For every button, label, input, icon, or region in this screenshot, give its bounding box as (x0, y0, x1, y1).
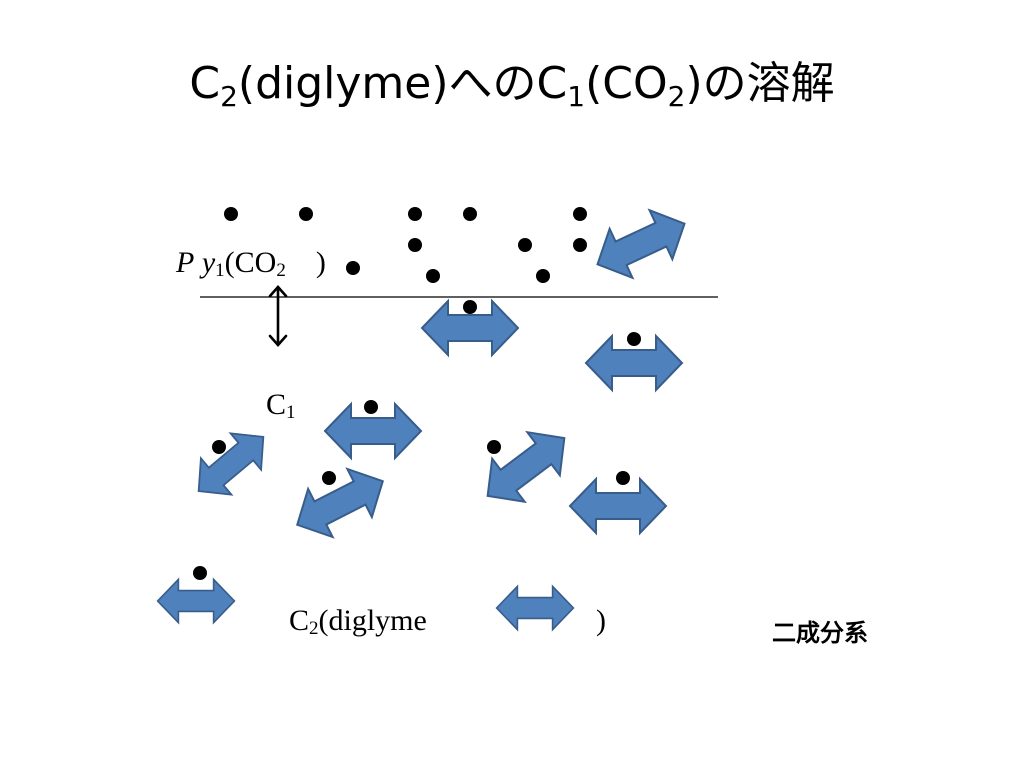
co2-molecule-icon (627, 332, 641, 346)
legend-diglyme-molecule-icon (495, 585, 575, 631)
co2-molecule-icon (322, 471, 336, 485)
legend-co2-molecule-icon (346, 261, 360, 275)
dissolved-species-label: C1 (266, 388, 296, 423)
co2-molecule-icon (193, 566, 207, 580)
co2-molecule-icon (408, 207, 422, 221)
diglyme-molecule-icon (585, 198, 697, 290)
co2-molecule-icon (463, 300, 477, 314)
co2-molecule-icon (573, 207, 587, 221)
co2-molecule-icon (364, 400, 378, 414)
co2-molecule-icon (299, 207, 313, 221)
co2-molecule-icon (426, 269, 440, 283)
diglyme-molecule-icon (569, 478, 667, 534)
diglyme-molecule-icon (182, 417, 280, 511)
co2-molecule-icon (463, 207, 477, 221)
diglyme-molecule-icon (283, 456, 397, 550)
solvent-label-close: ) (596, 604, 606, 637)
binary-system-label: 二成分系 (772, 619, 868, 647)
co2-molecule-icon (518, 238, 532, 252)
diglyme-molecule-icon (156, 578, 236, 624)
co2-molecule-icon (408, 238, 422, 252)
diglyme-molecule-icon (470, 415, 582, 519)
co2-molecule-icon (616, 471, 630, 485)
slide-title: C2(diglyme)へのC1(CO2)の溶解 (189, 58, 835, 113)
co2-molecule-icon (487, 440, 501, 454)
solvent-label: C2(diglyme (289, 604, 427, 639)
co2-molecule-icon (573, 238, 587, 252)
gas-phase-label: P y1(CO2) (176, 246, 326, 281)
co2-molecule-icon (224, 207, 238, 221)
co2-molecule-icon (536, 269, 550, 283)
interface-double-arrow-icon (268, 285, 288, 347)
co2-molecule-icon (212, 440, 226, 454)
